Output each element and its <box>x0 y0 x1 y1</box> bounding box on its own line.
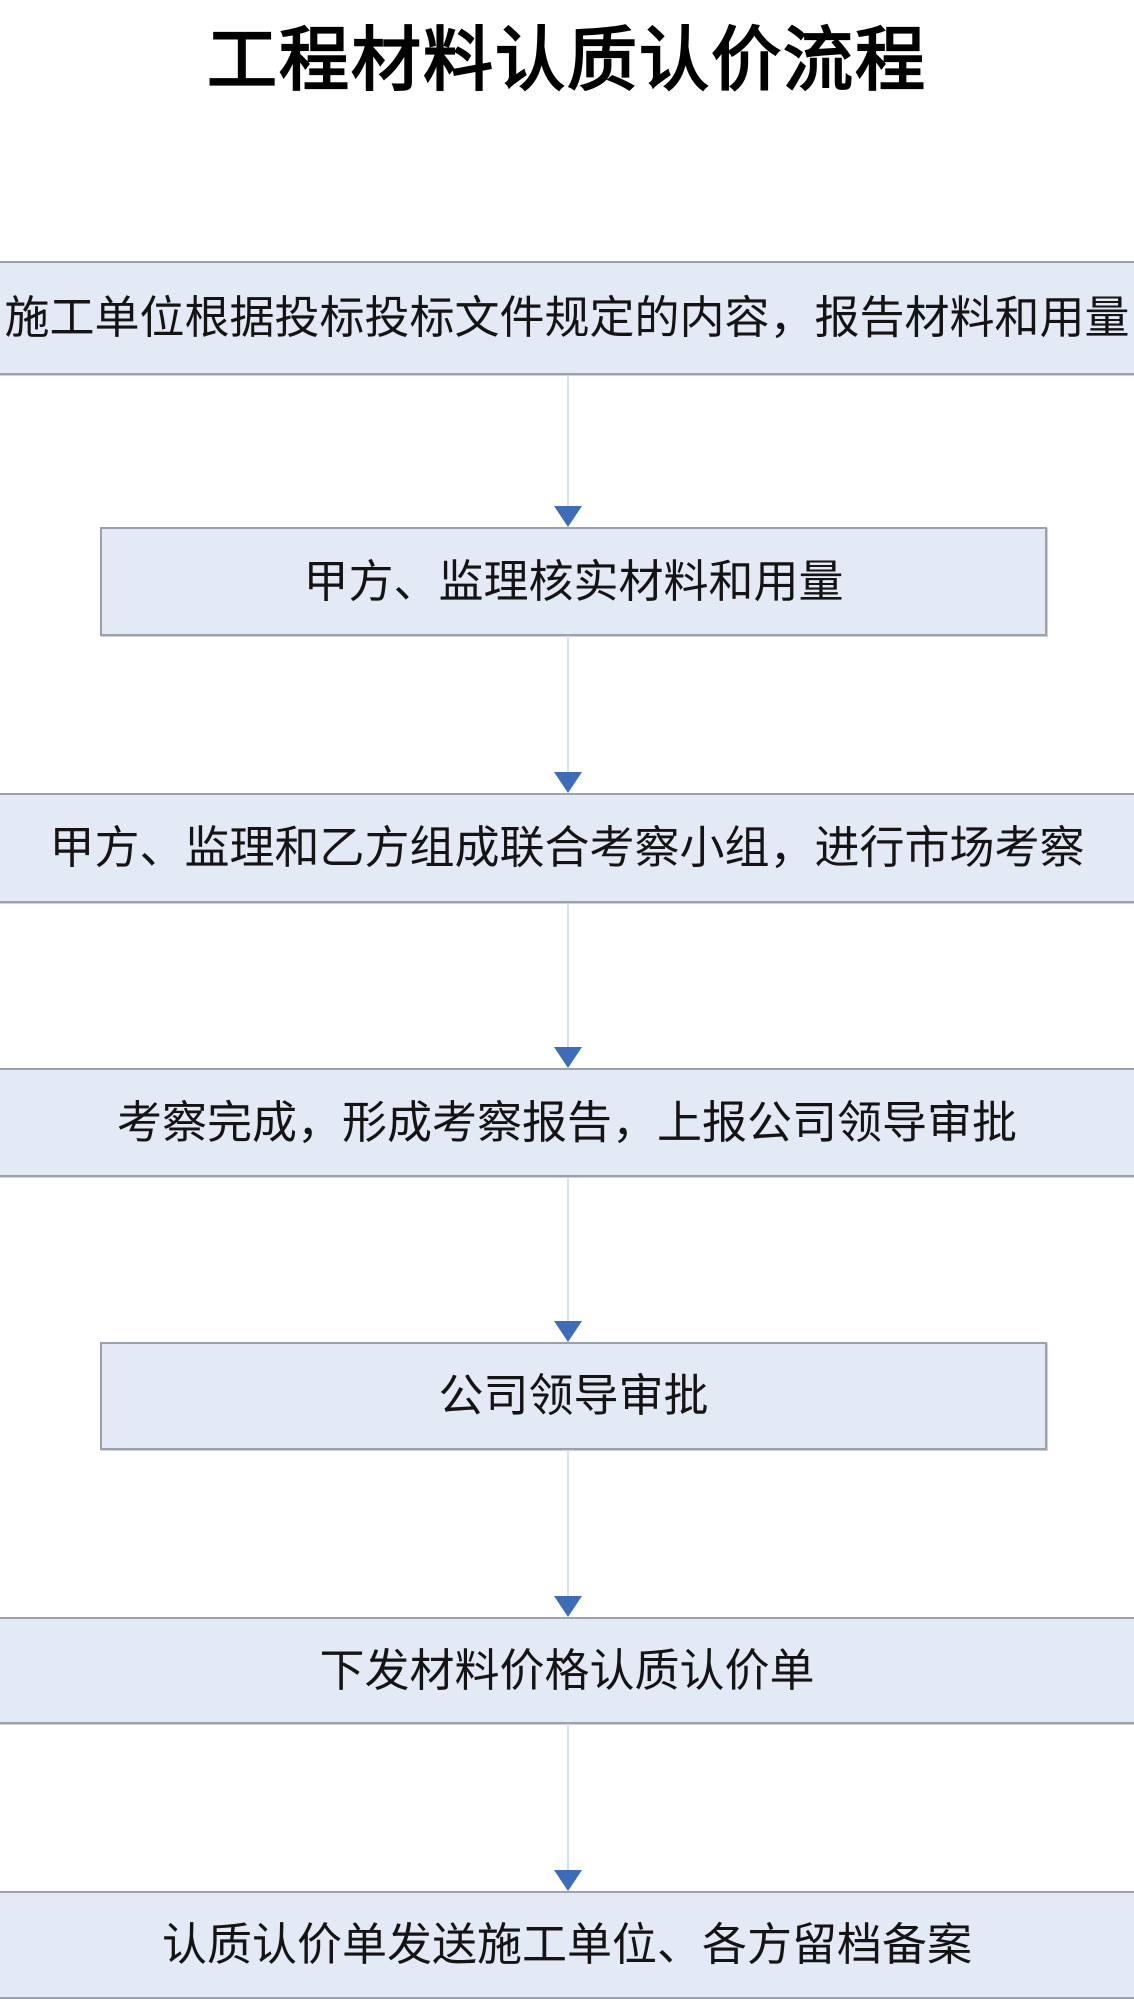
connector-line <box>567 1724 569 1870</box>
page-title: 工程材料认质认价流程 <box>207 18 927 101</box>
flow-step-archive-form: 认质认价单发送施工单位、各方留档备案 <box>0 1891 1134 1999</box>
flow-step-label: 下发材料价格认质认价单 <box>319 1643 815 1697</box>
arrow-down-icon <box>554 1870 582 1891</box>
arrow-down-icon <box>554 1596 582 1617</box>
connector-line <box>567 1177 569 1321</box>
flow-step-issue-price-form: 下发材料价格认质认价单 <box>0 1617 1134 1724</box>
flow-step-label: 甲方、监理和乙方组成联合考察小组，进行市场考察 <box>49 821 1085 875</box>
flow-step-label: 公司领导审批 <box>438 1369 709 1423</box>
flow-step-joint-inspection-team: 甲方、监理和乙方组成联合考察小组，进行市场考察 <box>0 793 1134 903</box>
flow-step-label: 甲方、监理核实材料和用量 <box>303 554 844 608</box>
connector-line <box>567 375 569 506</box>
arrow-down-icon <box>554 1047 582 1068</box>
flow-step-label: 施工单位根据投标投标文件规定的内容，报告材料和用量 <box>4 291 1130 345</box>
flow-step-label: 考察完成，形成考察报告，上报公司领导审批 <box>116 1095 1017 1149</box>
connector-line <box>567 903 569 1047</box>
arrow-down-icon <box>554 1321 582 1342</box>
flow-step-label: 认质认价单发送施工单位、各方留档备案 <box>161 1918 972 1972</box>
flow-step-verify-materials: 甲方、监理核实材料和用量 <box>100 527 1047 636</box>
flow-step-inspection-report: 考察完成，形成考察报告，上报公司领导审批 <box>0 1068 1134 1177</box>
connector-line <box>567 636 569 772</box>
flow-step-leadership-approval: 公司领导审批 <box>100 1342 1047 1450</box>
arrow-down-icon <box>554 772 582 793</box>
flow-step-report-materials: 施工单位根据投标投标文件规定的内容，报告材料和用量 <box>0 261 1134 375</box>
arrow-down-icon <box>554 506 582 527</box>
connector-line <box>567 1450 569 1596</box>
